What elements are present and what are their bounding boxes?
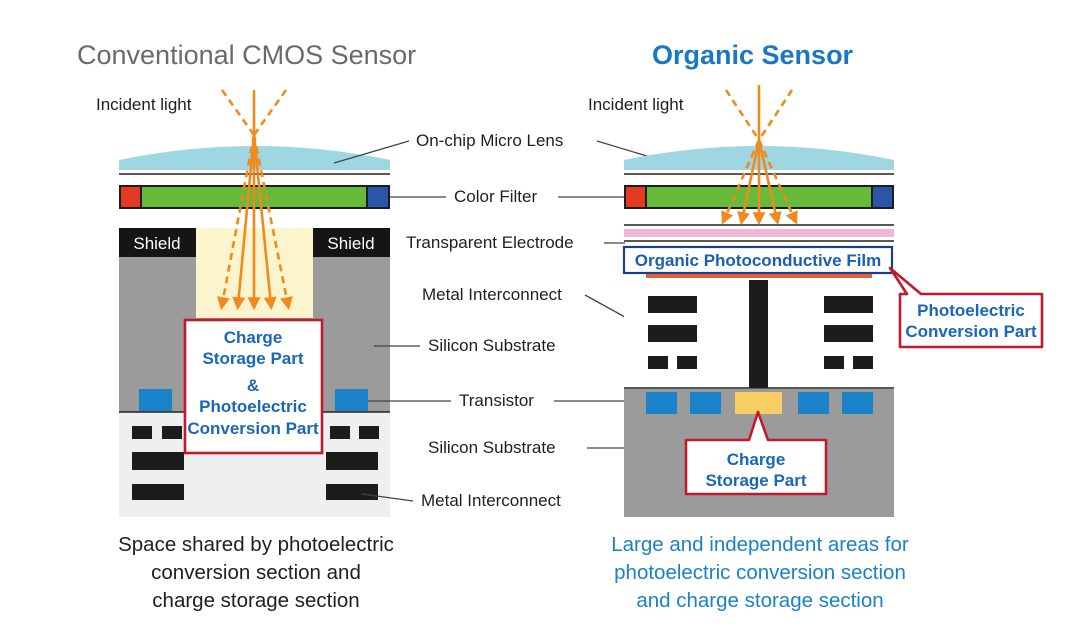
left-box-line-3: &: [247, 376, 259, 395]
left-metal-block: [132, 426, 152, 439]
right-transistor: [646, 392, 677, 414]
right-red-filter: [626, 187, 645, 207]
left-metal-block: [132, 484, 184, 500]
silicon-substrate-label-top: Silicon Substrate: [428, 336, 556, 355]
right-blue-filter: [873, 187, 892, 207]
left-caption-line-3: charge storage section: [152, 589, 359, 612]
left-red-filter: [121, 187, 140, 207]
left-box-line-5: Conversion Part: [187, 419, 319, 438]
left-metal-block: [330, 426, 350, 439]
left-transistor-a: [139, 389, 172, 411]
left-transistor-b: [335, 389, 368, 411]
left-blue-filter: [368, 187, 388, 207]
left-box-line-2: Storage Part: [202, 349, 303, 368]
left-incident-light-rays: [217, 89, 293, 311]
right-metal-block: [648, 296, 697, 313]
right-metal-block: [824, 325, 873, 342]
right-vertical-via: [749, 280, 768, 388]
right-metal-block: [648, 356, 668, 369]
color-filter-label: Color Filter: [454, 187, 537, 206]
right-incident-light-rays: [721, 85, 798, 226]
layer-labels: On-chip Micro Lens Color Filter Transpar…: [333, 131, 671, 510]
metal-interconnect-leader-bottom: [361, 493, 414, 502]
transparent-electrode-label: Transparent Electrode: [406, 233, 574, 252]
right-transistor: [798, 392, 829, 414]
organic-sensor: Organic Sensor Incident light Organic Ph…: [588, 40, 1044, 612]
right-charge-storage-callout: [684, 410, 828, 496]
right-caption-line-3: and charge storage section: [636, 589, 883, 612]
right-metal-block: [677, 356, 697, 369]
conventional-cmos-title: Conventional CMOS Sensor: [77, 40, 416, 70]
transistor-label: Transistor: [459, 391, 534, 410]
right-incident-light-label: Incident light: [588, 95, 684, 114]
right-transparent-electrode: [624, 229, 894, 237]
right-charge-storage-pad: [735, 392, 782, 414]
left-metal-block: [326, 452, 378, 470]
left-metal-block: [132, 452, 184, 470]
left-incident-light-label: Incident light: [96, 95, 192, 114]
right-photoelectric-callout: [888, 266, 1044, 349]
right-charge-line-1: Charge: [727, 450, 786, 469]
organic-film-label: Organic Photoconductive Film: [635, 251, 882, 270]
organic-sensor-title: Organic Sensor: [652, 40, 854, 70]
micro-lens-label: On-chip Micro Lens: [416, 131, 563, 150]
right-metal-block: [824, 356, 844, 369]
right-metal-block: [648, 325, 697, 342]
left-shield-block-a: [119, 228, 196, 257]
right-charge-line-2: Storage Part: [705, 471, 806, 490]
left-caption-line-2: conversion section and: [151, 561, 361, 584]
right-caption-line-2: photoelectric conversion section: [614, 561, 906, 584]
conventional-cmos-sensor: Conventional CMOS Sensor Incident light …: [77, 40, 416, 612]
left-metal-block: [326, 484, 378, 500]
right-pc-line-1: Photoelectric: [917, 301, 1025, 320]
right-film-bottom-electrode: [646, 274, 872, 278]
left-metal-block: [162, 426, 182, 439]
left-box-line-4: Photoelectric: [199, 397, 307, 416]
right-caption-line-1: Large and independent areas for: [611, 533, 909, 556]
organic-photoconductive-film: [622, 245, 894, 275]
right-metal-block: [824, 296, 873, 313]
metal-interconnect-label-top: Metal Interconnect: [422, 285, 562, 304]
micro-lens-leader-left: [333, 140, 410, 164]
right-transistor: [842, 392, 873, 414]
left-shield-label-b: Shield: [327, 234, 374, 253]
left-charge-storage-photoelectric-box: [183, 318, 324, 455]
left-shield-block-b: [313, 228, 390, 257]
left-shield-label-a: Shield: [133, 234, 180, 253]
left-caption-line-1: Space shared by photoelectric: [118, 533, 394, 556]
right-transistor: [690, 392, 721, 414]
silicon-substrate-label-bottom: Silicon Substrate: [428, 438, 556, 457]
right-pc-line-2: Conversion Part: [905, 322, 1037, 341]
metal-interconnect-label-bottom: Metal Interconnect: [421, 491, 561, 510]
right-metal-block: [853, 356, 873, 369]
left-box-line-1: Charge: [224, 328, 283, 347]
left-metal-block: [359, 426, 379, 439]
